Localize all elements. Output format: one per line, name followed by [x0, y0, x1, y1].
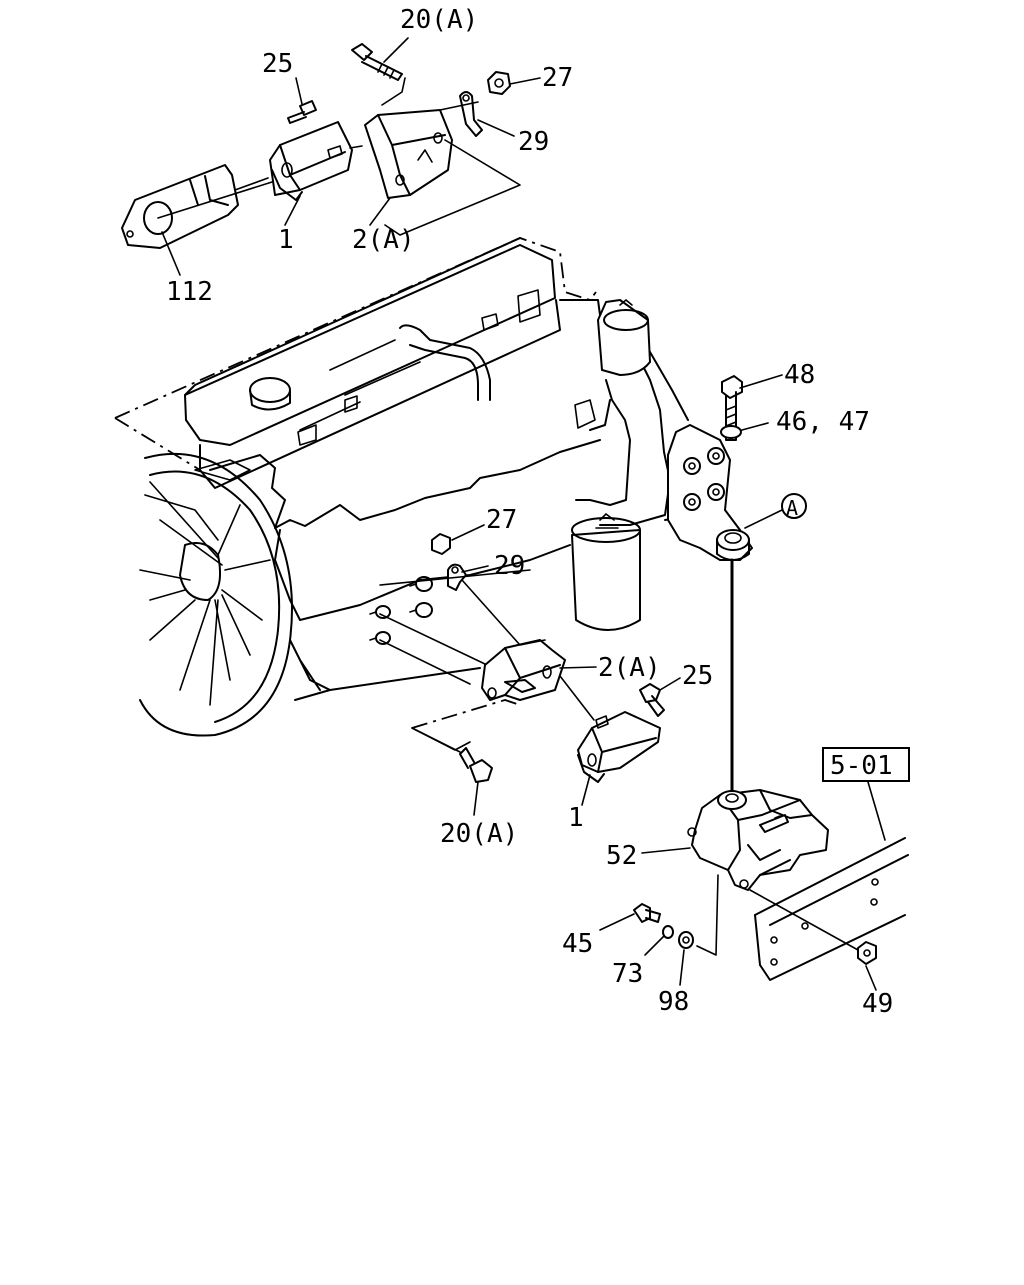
- callout-27-mid: 27: [486, 505, 517, 535]
- reference-box-5-01[interactable]: 5-01: [822, 747, 910, 782]
- bolt-45: [633, 903, 661, 923]
- callout-49: 49: [862, 989, 893, 1019]
- callout-52: 52: [606, 841, 637, 871]
- callout-25-top: 25: [262, 49, 293, 79]
- washer-73: [662, 925, 674, 939]
- callout-labels: 20(A) 25 27 29 1 2(A) 112 48 46, 47 27 2…: [166, 5, 893, 1019]
- callout-73: 73: [612, 959, 643, 989]
- callout-29-mid: 29: [494, 551, 525, 581]
- callout-2a-mid: 2(A): [598, 653, 661, 683]
- callout-48: 48: [784, 360, 815, 390]
- callout-29-top: 29: [518, 127, 549, 157]
- svg-text:A: A: [786, 496, 798, 520]
- callout-20a-bottom: 20(A): [440, 819, 518, 849]
- top-bracket-assembly: [121, 43, 521, 249]
- bracket-2a-top: [364, 109, 453, 199]
- cooling-fan: [139, 452, 293, 737]
- fuel-filter-lower: [571, 513, 641, 631]
- mount-52: [687, 789, 829, 891]
- callout-1-top: 1: [278, 225, 294, 255]
- callout-2a-top: 2(A): [352, 225, 415, 255]
- callout-20a-top: 20(A): [400, 5, 478, 35]
- washer-46-47: [720, 425, 742, 439]
- callout-46-47: 46, 47: [776, 407, 870, 437]
- washer-98: [678, 931, 694, 949]
- mount-1-top: [269, 121, 353, 201]
- reference-marker-a: A: [781, 493, 807, 520]
- bracket-112: [121, 164, 239, 249]
- nut-49: [857, 941, 877, 965]
- bolt-48: [721, 375, 743, 441]
- callout-45: 45: [562, 929, 593, 959]
- engine-mount-bracket-right: [667, 424, 753, 561]
- fuel-filter-upper: [597, 299, 651, 376]
- frame-rail: [754, 837, 909, 981]
- engine-block: [114, 237, 689, 737]
- bolt-20a-top: [351, 43, 403, 81]
- callout-25-mid: 25: [682, 661, 713, 691]
- mid-bracket-assembly: [369, 533, 665, 783]
- label-5-01: 5-01: [830, 751, 893, 781]
- callout-27-top: 27: [542, 63, 573, 93]
- bolt-25-top: [287, 100, 317, 124]
- clip-29-top: [459, 91, 483, 137]
- callout-112: 112: [166, 277, 213, 307]
- callout-1-bottom: 1: [568, 803, 584, 833]
- callout-98: 98: [658, 987, 689, 1017]
- nut-27-top: [487, 71, 511, 95]
- leader-lines: [161, 37, 877, 991]
